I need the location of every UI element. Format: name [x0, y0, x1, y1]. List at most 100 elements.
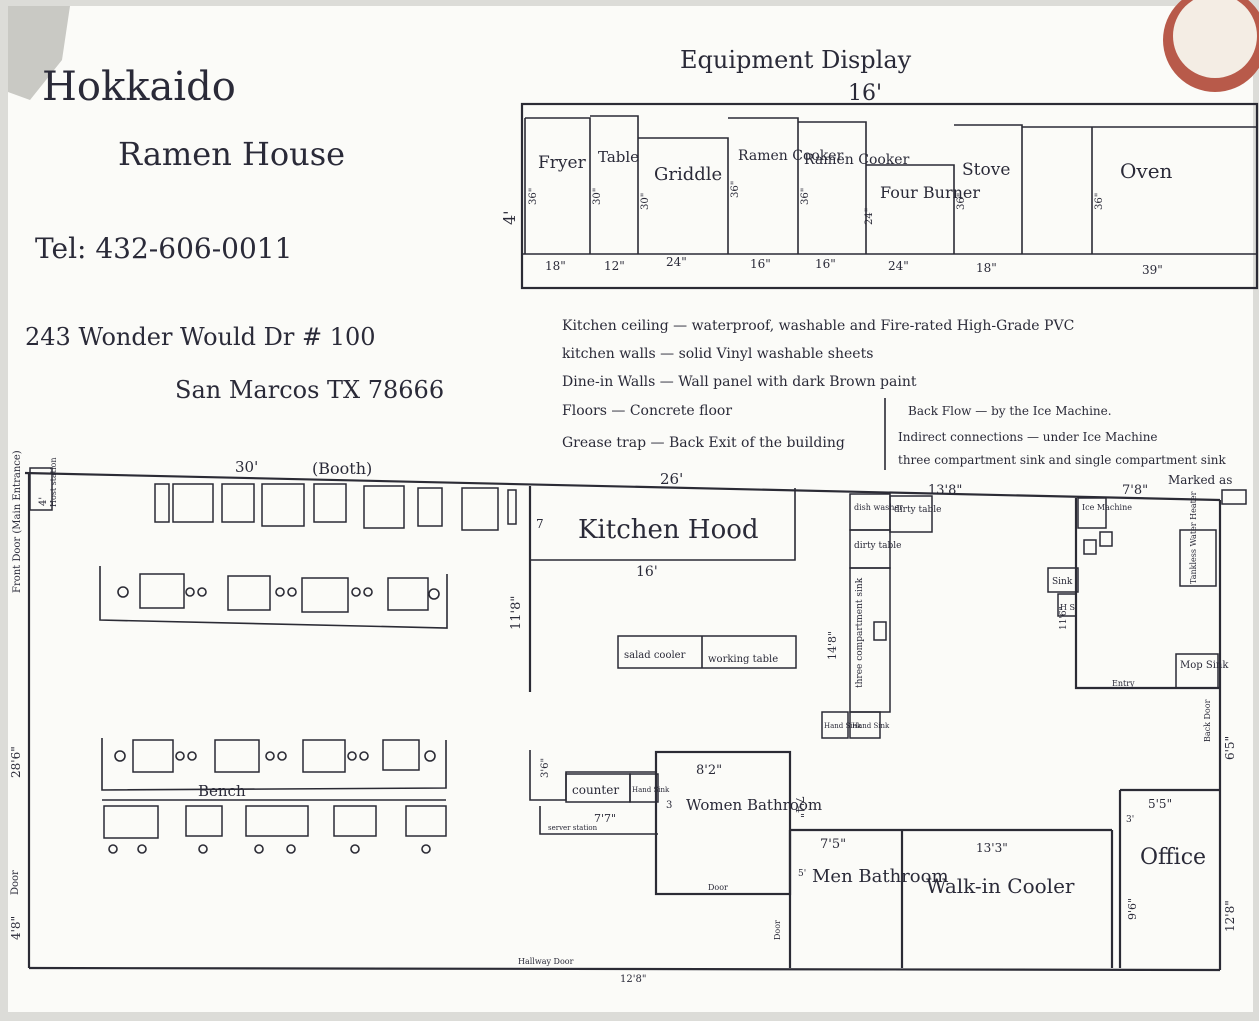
hand-sink-3: Hand Sink: [632, 786, 670, 794]
eq-depth-7: 36": [1094, 193, 1105, 210]
kitchen-hood: [531, 488, 796, 561]
note-floors: Floors — Concrete floor: [562, 403, 732, 419]
equipment-item-6: Stove: [962, 160, 1010, 180]
working-table: working table: [708, 654, 778, 665]
storage-sink: Sink: [1052, 577, 1073, 587]
men-bathroom-label: Men Bathroom: [812, 866, 949, 887]
men-width: 7'5": [820, 837, 846, 852]
hand-sink-2: Hand Sink: [852, 722, 890, 730]
restaurant-name: Hokkaido: [42, 64, 236, 110]
women-bathroom-label: Women Bathroom: [686, 796, 822, 814]
sticker-seal: [1163, 0, 1259, 92]
hood-width: 16': [636, 564, 658, 580]
restaurant-name-2: Ramen House: [118, 135, 345, 173]
eq-depth-6: 36": [956, 193, 967, 210]
kitchen-depth: 11'8": [509, 596, 524, 630]
note-indirect: Indirect connections — under Ice Machine: [898, 430, 1158, 444]
women-width: 8'2": [696, 763, 722, 778]
equipment-item-2: Griddle: [654, 164, 722, 185]
building-walls: [24, 471, 1222, 972]
note-kitchen-walls: kitchen walls — solid Vinyl washable she…: [562, 346, 873, 362]
equipment-outline: [520, 102, 1259, 290]
address-line-1: 243 Wonder Would Dr # 100: [25, 323, 376, 351]
storage-walls: [1074, 498, 1220, 690]
equipment-total-width: 16': [848, 81, 882, 106]
host-station: [29, 467, 53, 511]
right-depth: 12'8": [1223, 900, 1237, 932]
marked-symbol: [1221, 489, 1247, 505]
eq-width-2: 24": [666, 255, 687, 269]
tape-corner: [8, 6, 70, 100]
equipment-depths: 36" 30" 30" 36" 36" 24" 36" 36": [528, 181, 1105, 225]
dish-washer: dish washer: [854, 503, 903, 512]
booth-label: (Booth): [312, 459, 372, 478]
equipment-item-3: Ramen Cooker: [738, 148, 844, 164]
eq-width-3: 16": [750, 257, 771, 271]
salad-cooler: salad cooler: [624, 650, 686, 661]
equipment-item-1: Table: [598, 148, 639, 166]
dining-width: 30': [235, 458, 258, 476]
host-station-label: Host station: [49, 458, 58, 508]
table-row-1: [99, 566, 448, 629]
eq-width-0: 18": [545, 259, 566, 273]
storage-fixtures: [1047, 497, 1219, 689]
three-comp-length: 14'8": [826, 631, 839, 660]
eq-depth-4: 36": [800, 188, 811, 205]
table-row-2: Bench: [101, 738, 447, 801]
women-door: Door: [708, 883, 728, 892]
eq-width-6: 18": [976, 261, 997, 275]
office-width: 5'5": [1148, 797, 1172, 811]
kitchen-width: 26': [660, 470, 683, 488]
dish-line: [821, 493, 933, 739]
office-3: 3': [1126, 815, 1134, 825]
salad-cooler-working-table: [617, 635, 797, 669]
equipment-item-7: Oven: [1120, 159, 1173, 183]
note-dine-in-walls: Dine-in Walls — Wall panel with dark Bro…: [562, 374, 917, 390]
storage-width: 7'8": [1122, 483, 1148, 498]
booth-row: [154, 483, 517, 531]
equipment-item-0: Fryer: [538, 153, 587, 173]
office-label: Office: [1140, 845, 1206, 870]
equipment-item-4: Ramen Cooker: [804, 152, 910, 168]
dirty-table-2: dirty table: [854, 541, 901, 551]
server-station: [539, 806, 658, 835]
table-row-3: [103, 805, 447, 854]
hallway-width: 12'8": [620, 974, 646, 985]
equipment-depth: 4': [500, 210, 519, 225]
women-depth: 7'4": [793, 796, 806, 818]
server-width: 7'7": [594, 812, 616, 825]
server-station-label: server station: [548, 824, 598, 832]
hallway-door: Hallway Door: [518, 957, 574, 966]
note-grease-trap: Grease trap — Back Exit of the building: [562, 435, 845, 451]
eq-width-7: 39": [1142, 263, 1163, 277]
side-door-width: 4'8": [9, 916, 23, 940]
eq-depth-1: 30": [592, 188, 603, 205]
equipment-labels: Fryer Table Griddle Ramen Cooker Ramen C…: [538, 148, 1173, 202]
walkin-width: 13'3": [976, 841, 1008, 855]
bench-label: Bench: [198, 782, 246, 800]
phone-number: Tel: 432-606-0011: [35, 232, 292, 265]
eq-depth-5: 24": [864, 208, 875, 225]
walk-in-cooler: Walk-in Cooler: [926, 874, 1075, 898]
counter-hand-sink: [629, 773, 659, 803]
eq-width-1: 12": [604, 259, 625, 273]
address-line-2: San Marcos TX 78666: [175, 376, 444, 404]
storage-depth: 11'6": [1059, 606, 1069, 630]
construction-notes: Kitchen ceiling — waterproof, washable a…: [562, 318, 1074, 451]
back-door-right: Back Door: [1203, 699, 1212, 742]
hood-depth: 7: [536, 517, 544, 531]
equipment-widths: 18" 12" 24" 16" 16" 24" 18" 39": [545, 255, 1163, 277]
ice-machine: Ice Machine: [1082, 503, 1132, 512]
eq-depth-2: 30": [640, 193, 651, 210]
kitchen-hood-label: Kitchen Hood: [578, 515, 759, 545]
mop-sink: Mop Sink: [1180, 660, 1229, 671]
office-walls: [1118, 788, 1220, 968]
men-door: Door: [773, 920, 782, 940]
eq-width-4: 16": [815, 257, 836, 271]
eq-depth-0: 36": [528, 188, 539, 205]
tankless-water-heater: Tankless Water Heater: [1189, 491, 1198, 584]
storage-entry: Entry: [1112, 679, 1135, 688]
hand-sink-4: H S: [1060, 603, 1075, 612]
hand-sink-1: Hand Sink: [824, 722, 862, 730]
